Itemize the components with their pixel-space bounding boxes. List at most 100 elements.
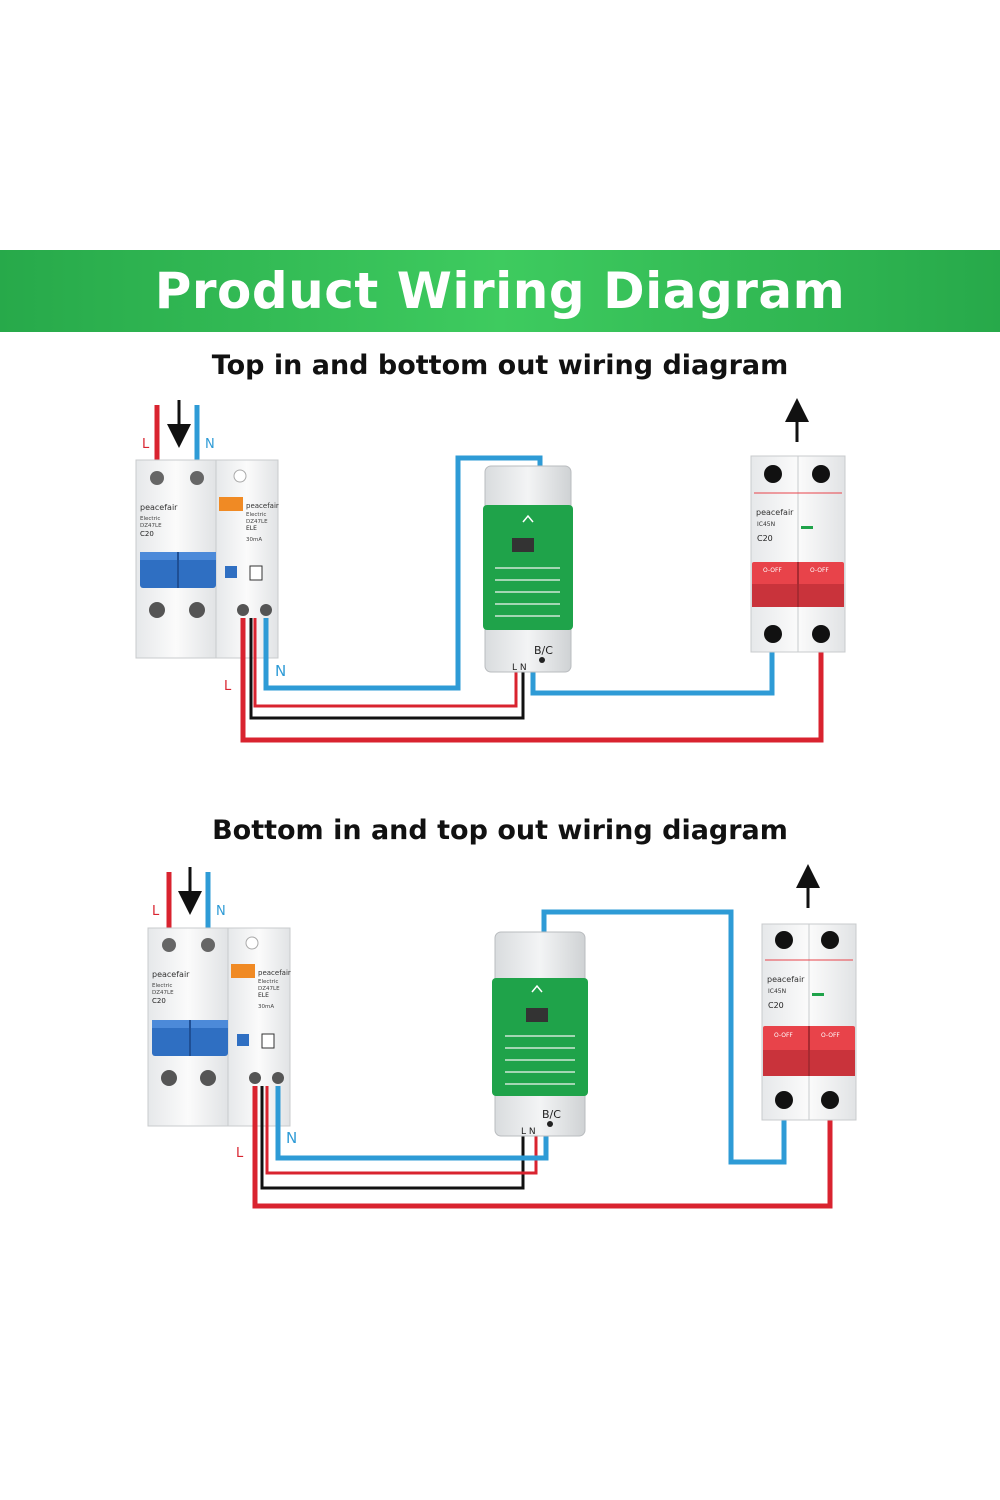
input-neutral-label: N: [216, 904, 226, 919]
output-live-wire: [240, 618, 824, 743]
mcb-rating: C20: [757, 534, 773, 543]
mcb-rating: C20: [768, 1001, 784, 1010]
mcb-off-label: O-OFF: [810, 567, 829, 574]
diagram-2-title: Bottom in and top out wiring diagram: [212, 815, 788, 846]
meter-bc-label: B/C: [534, 644, 553, 657]
rcbo-text: DZ47LE: [258, 986, 280, 992]
terminal-screw-icon: [821, 931, 839, 949]
mcb-indicator: [812, 993, 824, 996]
test-button-icon: [249, 565, 263, 581]
output-neutral-wire: [530, 634, 775, 696]
meter-qr-icon: [526, 1008, 548, 1022]
brand-badge: [219, 497, 243, 511]
terminal-screw-icon: [201, 938, 215, 952]
meter-bc-label: B/C: [542, 1108, 561, 1121]
terminal-screw-icon: [812, 465, 830, 483]
rcbo-brand-right: peacefair: [246, 502, 279, 510]
terminal-screw-icon: [764, 625, 782, 643]
wifi-icon: [522, 514, 534, 523]
brand-badge: [231, 964, 255, 978]
rcbo-breaker: peacefair peacefair Electric DZ47LE C20 …: [147, 927, 291, 1127]
input-live-label: L: [152, 904, 160, 919]
terminal-screw-icon: [150, 471, 164, 485]
meter-ct-wire: [260, 1086, 525, 1190]
rcbo-rating: C20: [152, 997, 166, 1005]
input-neutral-label: N: [205, 437, 215, 452]
terminal-screw-icon: [764, 465, 782, 483]
mcb-breaker: peacefair IC45N C20 O-OFF O-OFF: [750, 455, 846, 653]
meter-ct-wire: [249, 618, 525, 720]
terminal-screw-icon: [237, 604, 249, 616]
meter-terminals-label: L N: [521, 1127, 536, 1137]
rcbo-rating: C20: [140, 530, 154, 538]
terminal-screw-icon: [775, 931, 793, 949]
mcb-brand: peacefair: [767, 975, 805, 984]
diagram-1: L N peacefair peacefair Electric DZ47LE …: [135, 398, 846, 743]
meter-live-wire: [265, 1086, 538, 1175]
output-neutral-label: N: [275, 662, 286, 680]
mcb-model: IC45N: [768, 988, 786, 995]
output-neutral-label: N: [286, 1129, 297, 1147]
mcb-indicator: [801, 526, 813, 529]
terminal-screw-icon: [190, 471, 204, 485]
mcb-off-label: O-OFF: [763, 567, 782, 574]
terminal-screw-icon: [272, 1072, 284, 1084]
neutral-wire-to-meter: [275, 1086, 549, 1161]
mcb-breaker: peacefair IC45N C20 O-OFF O-OFF: [761, 923, 857, 1121]
wifi-icon: [531, 984, 543, 993]
neutral-wire-to-meter: [263, 455, 543, 691]
rcbo-text: DZ47LE: [140, 523, 162, 529]
output-live-label: L: [224, 679, 232, 694]
rcbo-text: Electric: [140, 516, 160, 522]
rcbo-breaker: peacefair peacefair Electric DZ47LE C20 …: [135, 459, 279, 659]
terminal-screw-icon: [161, 1070, 177, 1086]
mcb-brand: peacefair: [756, 508, 794, 517]
rcbo-brand-left: peacefair: [140, 503, 178, 512]
meter-qr-icon: [512, 538, 534, 552]
terminal-screw-icon: [249, 1072, 261, 1084]
mcb-model: IC45N: [757, 521, 775, 528]
terminal-screw-icon: [189, 602, 205, 618]
terminal-screw-icon: [775, 1091, 793, 1109]
terminal-screw-icon: [149, 602, 165, 618]
test-indicator: [225, 566, 237, 578]
rcbo-right-body: [227, 927, 291, 1127]
output-neutral-wire: [541, 909, 787, 1165]
rcbo-brand-left: peacefair: [152, 970, 190, 979]
rcbo-text: 30mA: [258, 1004, 274, 1010]
test-button-icon: [245, 936, 259, 950]
meter-live-wire: [253, 618, 518, 708]
meter-label-panel: [492, 978, 588, 1096]
terminal-screw-icon: [200, 1070, 216, 1086]
output-live-label: L: [236, 1146, 244, 1161]
input-live-label: L: [142, 437, 150, 452]
page-title: Product Wiring Diagram: [154, 262, 846, 320]
output-live-wire: [252, 1086, 833, 1209]
test-button-icon: [261, 1033, 275, 1049]
mcb-off-label: O-OFF: [821, 1032, 840, 1039]
rcbo-right-body: [215, 459, 279, 659]
rcbo-brand-right: peacefair: [258, 969, 291, 977]
rcbo-text: DZ47LE: [246, 519, 268, 525]
terminal-screw-icon: [821, 1091, 839, 1109]
rcbo-text: DZ47LE: [152, 990, 174, 996]
energy-meter: B/C L N: [492, 931, 588, 1137]
terminal-screw-icon: [260, 604, 272, 616]
meter-bc-button: [547, 1121, 553, 1127]
diagram-2: L N peacefair peacefair Electric DZ47LE …: [147, 864, 857, 1209]
rcbo-text: ELE: [258, 992, 269, 999]
rcbo-text: Electric: [152, 983, 172, 989]
mcb-off-label: O-OFF: [774, 1032, 793, 1039]
diagram-1-title: Top in and bottom out wiring diagram: [211, 350, 789, 381]
test-button-icon: [233, 469, 247, 483]
title-banner: Product Wiring Diagram: [0, 250, 1000, 332]
rcbo-text: 30mA: [246, 537, 262, 543]
terminal-screw-icon: [812, 625, 830, 643]
energy-meter: B/C L N: [483, 465, 573, 673]
rcbo-text: Electric: [246, 512, 266, 518]
meter-bc-button: [539, 657, 545, 663]
test-indicator: [237, 1034, 249, 1046]
rcbo-text: Electric: [258, 979, 278, 985]
rcbo-text: ELE: [246, 525, 257, 532]
